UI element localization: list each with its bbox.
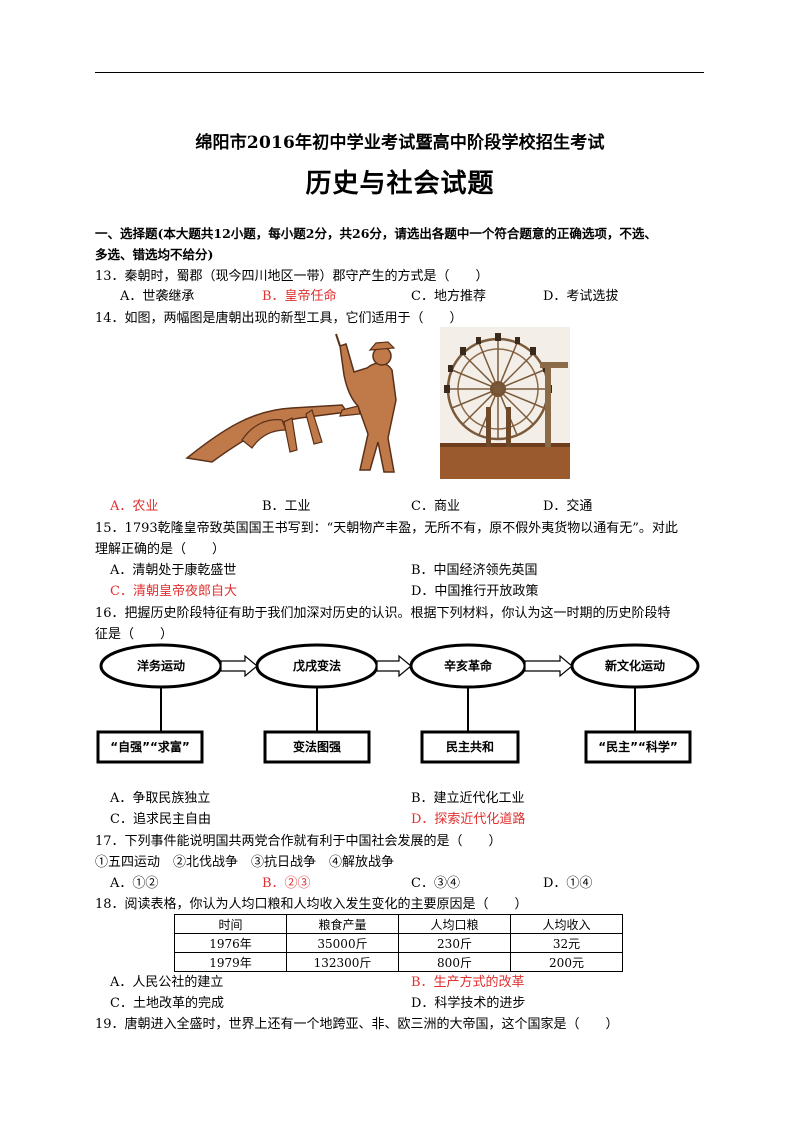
table-row: 1976年 35000斤 230斤 32元 [174,933,623,953]
subject-title: 历史与社会试题 [305,169,495,199]
q17-items: ①五四运动 ②北伐战争 ③抗日战争 ④解放战争 [95,855,395,870]
slogan-label-1: “自强”“求富” [110,739,190,754]
slogan-box-1 [96,730,204,764]
exam-title: 绵阳市2016年初中学业考试暨高中阶段学校招生考试 [195,133,605,153]
table-cell: 200元 [510,952,623,972]
q18-table: 时间 粮食产量 人均口粮 人均收入 1976年 35000斤 230斤 32元 … [174,914,623,972]
q14-option-c: C．商业 [411,499,460,514]
table-cell: 230斤 [398,933,511,953]
q13-option-c: C．地方推荐 [411,289,486,304]
q19-stem: 19．唐朝进入全盛时，世界上还有一个地跨亚、非、欧三洲的大帝国，这个国家是（ ） [95,1017,619,1032]
waterwheel-photo [440,327,570,479]
q14-option-d: D．交通 [543,499,593,514]
q18-option-c: C．土地改革的完成 [110,996,224,1011]
table-row: 1979年 132300斤 800斤 200元 [174,952,623,972]
q13-option-d: D．考试选拔 [543,289,619,304]
q16-stem-line2: 征是（ ） [95,627,174,642]
q16-option-b: B．建立近代化工业 [411,791,525,806]
table-cell: 1979年 [174,952,287,972]
q15-stem-line2: 理解正确的是（ ） [95,542,226,557]
q15-option-a: A．清朝处于康乾盛世 [110,563,237,578]
table-header-row: 时间 粮食产量 人均口粮 人均收入 [174,914,623,934]
section-heading-line2: 多选、错选均不给分) [95,247,214,262]
q13-option-b: B．皇帝任命 [262,289,337,304]
q18-option-d: D．科学技术的进步 [411,996,526,1011]
table-header-cell: 时间 [174,914,287,934]
table-cell: 132300斤 [286,952,399,972]
q13-option-a: A．世袭继承 [120,289,195,304]
slogan-box-4 [584,730,692,764]
q17-option-d: D．①④ [543,876,593,891]
header-rule [95,72,704,73]
q14-stem: 14．如图，两幅图是唐朝出现的新型工具，它们适用于（ ） [95,311,463,326]
section-heading-line1: 一、选择题(本大题共12小题，每小题2分，共26分，请选出各题中一个符合题意的正… [95,226,657,241]
q17-option-b: B．②③ [262,876,311,891]
q15-option-b: B．中国经济领先英国 [411,563,538,578]
flow-arrow-1 [220,654,258,678]
table-cell: 1976年 [174,933,287,953]
slogan-label-4: “民主”“科学” [598,739,678,754]
q13-stem: 13．秦朝时，蜀郡（现今四川地区一带）郡守产生的方式是（ ） [95,269,489,284]
table-cell: 800斤 [398,952,511,972]
q15-option-c: C．清朝皇帝夜郎自大 [110,584,237,599]
table-cell: 32元 [510,933,623,953]
table-header-cell: 人均收入 [510,914,623,934]
q14-option-a: A．农业 [110,499,159,514]
event-label-3: 辛亥革命 [444,658,493,673]
slogan-box-3 [420,730,520,764]
q16-flow-diagram: 洋务运动 戊戌变法 辛亥革命 新文化运动 “自强”“求富” 变法图强 民主共和 … [96,643,700,764]
plow-illustration [185,333,397,473]
flow-arrow-3 [524,654,573,678]
q16-stem-line1: 16．把握历史阶段特征有助于我们加深对历史的认识。根据下列材料，你认为这一时期的… [95,606,671,621]
q17-stem: 17．下列事件能说明国共两党合作就有利于中国社会发展的是（ ） [95,834,502,849]
q18-option-a: A．人民公社的建立 [110,975,224,990]
flow-arrow-2 [376,654,412,678]
q16-option-c: C．追求民主自由 [110,812,211,827]
event-label-2: 戊戌变法 [292,658,341,673]
table-header-cell: 人均口粮 [398,914,511,934]
q16-option-d: D．探索近代化道路 [411,812,526,827]
slogan-label-3: 民主共和 [446,739,494,754]
table-header-cell: 粮食产量 [286,914,399,934]
q14-option-b: B．工业 [262,499,311,514]
q18-option-b: B．生产方式的改革 [411,975,525,990]
q15-stem-line1: 15．1793乾隆皇帝致英国国王书写到：“天朝物产丰盈，无所不有，原不假外夷货物… [95,521,678,536]
q17-option-c: C．③④ [411,876,460,891]
q17-option-a: A．①② [110,876,159,891]
slogan-label-2: 变法图强 [293,739,341,754]
q16-option-a: A．争取民族独立 [110,791,211,806]
slogan-box-2 [263,730,371,764]
table-cell: 35000斤 [286,933,399,953]
event-label-4: 新文化运动 [605,658,665,673]
q15-option-d: D．中国推行开放政策 [411,584,539,599]
event-label-1: 洋务运动 [137,658,185,673]
q18-stem: 18．阅读表格，你认为人均口粮和人均收入发生变化的主要原因是（ ） [95,897,528,912]
